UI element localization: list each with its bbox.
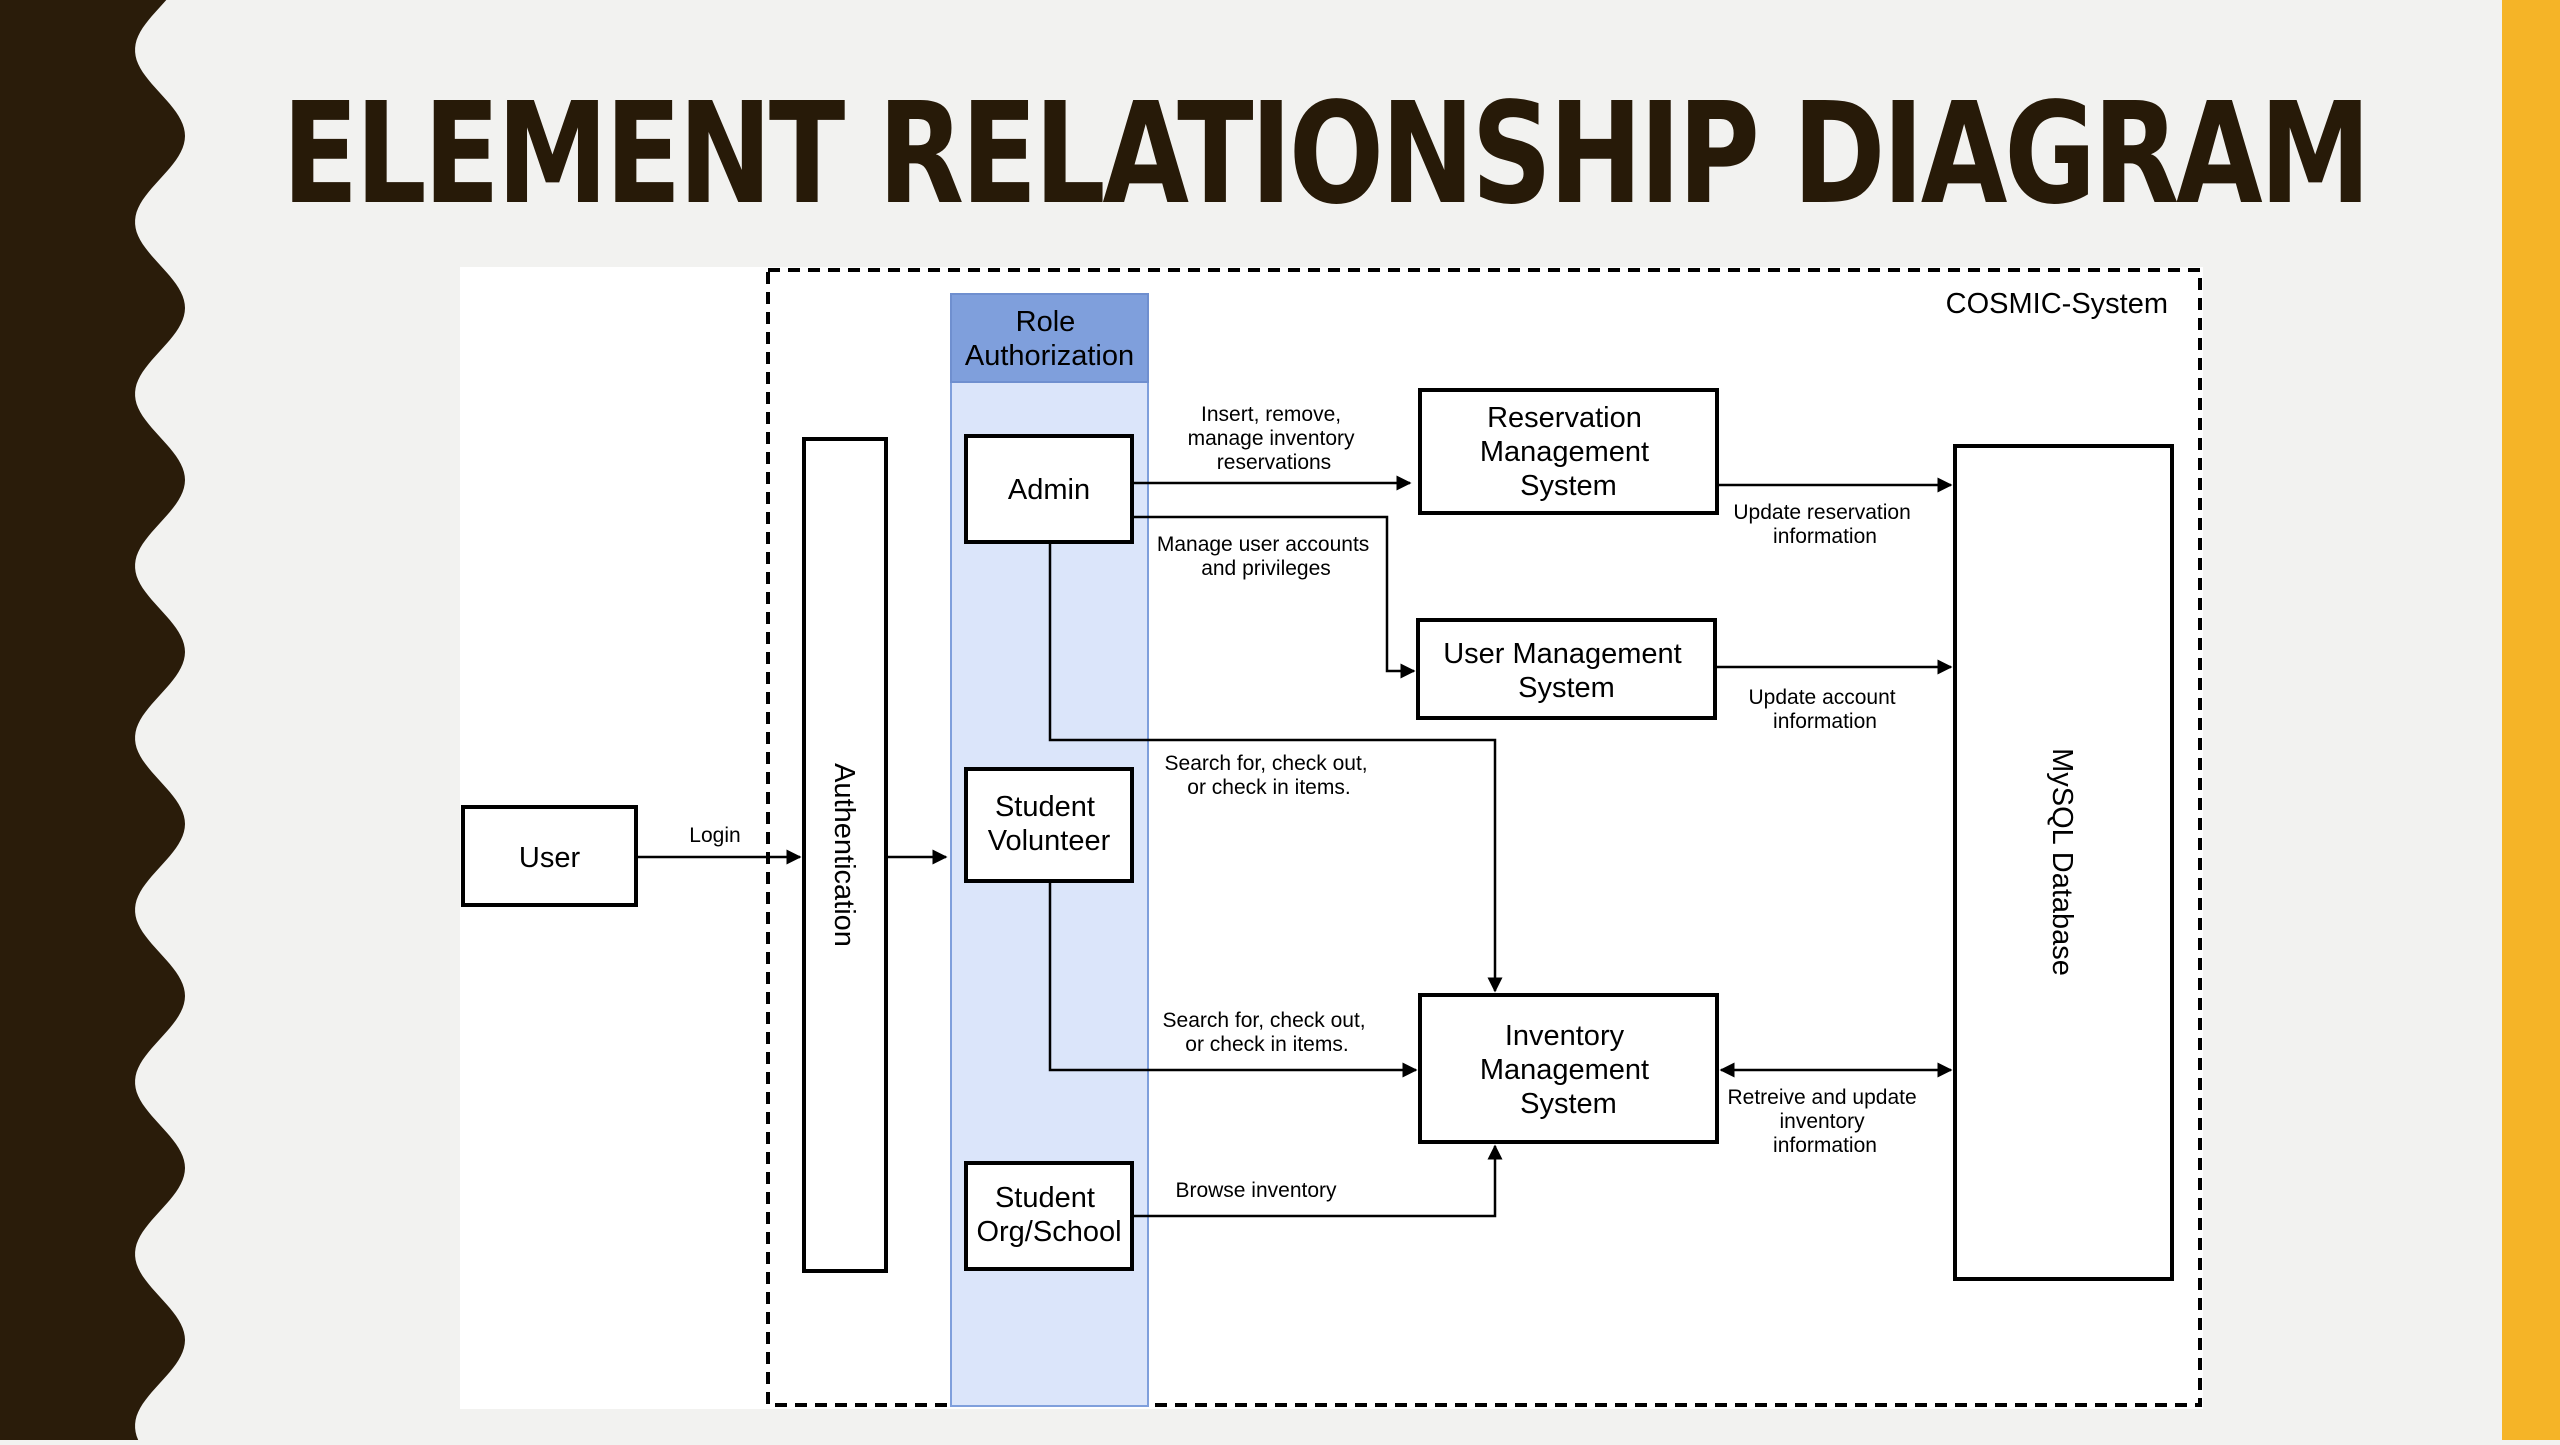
admin-users-label: Manage user accounts and privileges	[1157, 533, 1375, 580]
inventory-system-label: Inventory Management System	[1480, 1020, 1657, 1120]
student-org-label: Student Org/School	[976, 1182, 1121, 1248]
student-volunteer-node: Student Volunteer	[964, 767, 1134, 883]
admin-to-inventory-arrow	[1048, 542, 1503, 993]
decorative-wavy-band	[0, 0, 200, 1440]
authentication-node: Authentication	[802, 437, 888, 1273]
database-node: MySQL Database	[1953, 444, 2174, 1281]
cosmic-system-boundary	[766, 268, 2202, 1407]
admin-inventory-label: Search for, check out, or check in items…	[1165, 752, 1374, 799]
reservation-system-label: Reservation Management System	[1480, 402, 1657, 502]
inventory-system-node: Inventory Management System	[1418, 993, 1719, 1144]
user-label: User	[519, 842, 581, 874]
volunteer-inventory-label: Search for, check out, or check in items…	[1163, 1009, 1372, 1056]
reservation-db-label: Update reservation information	[1733, 501, 1916, 548]
role-authorization-header	[950, 293, 1149, 383]
user-node: User	[461, 805, 638, 907]
wavy-edge-shape	[0, 0, 185, 1440]
inventory-db-label: Retreive and update inventory informatio…	[1728, 1086, 1923, 1157]
database-label: MySQL Database	[2046, 748, 2078, 976]
role-authorization-label: Role Authorization	[965, 306, 1134, 372]
diagram-panel: COSMIC-System Role Authorization User Au…	[460, 267, 2203, 1409]
slide-title: ELEMENT RELATIONSHIP DIAGRAM	[282, 73, 2371, 236]
student-org-node: Student Org/School	[964, 1161, 1134, 1271]
admin-reservations-label: Insert, remove, manage inventory reserva…	[1188, 403, 1361, 474]
usermgmt-db-label: Update account information	[1749, 686, 1902, 733]
system-label: COSMIC-System	[1946, 288, 2168, 320]
admin-to-usermgmt-arrow	[1132, 515, 1416, 679]
student-volunteer-label: Student Volunteer	[988, 791, 1111, 857]
login-label: Login	[689, 824, 740, 847]
user-management-system-node: User Management System	[1416, 618, 1717, 720]
user-management-system-label: User Management System	[1443, 638, 1690, 704]
admin-node: Admin	[964, 434, 1134, 544]
decorative-accent-band	[2502, 0, 2560, 1440]
org-inventory-label: Browse inventory	[1175, 1179, 1337, 1202]
volunteer-to-inventory-arrow	[1048, 881, 1418, 1078]
authentication-label: Authentication	[828, 763, 860, 947]
admin-label: Admin	[1008, 474, 1090, 506]
reservation-system-node: Reservation Management System	[1418, 388, 1719, 515]
org-to-inventory-arrow	[1132, 1144, 1503, 1218]
